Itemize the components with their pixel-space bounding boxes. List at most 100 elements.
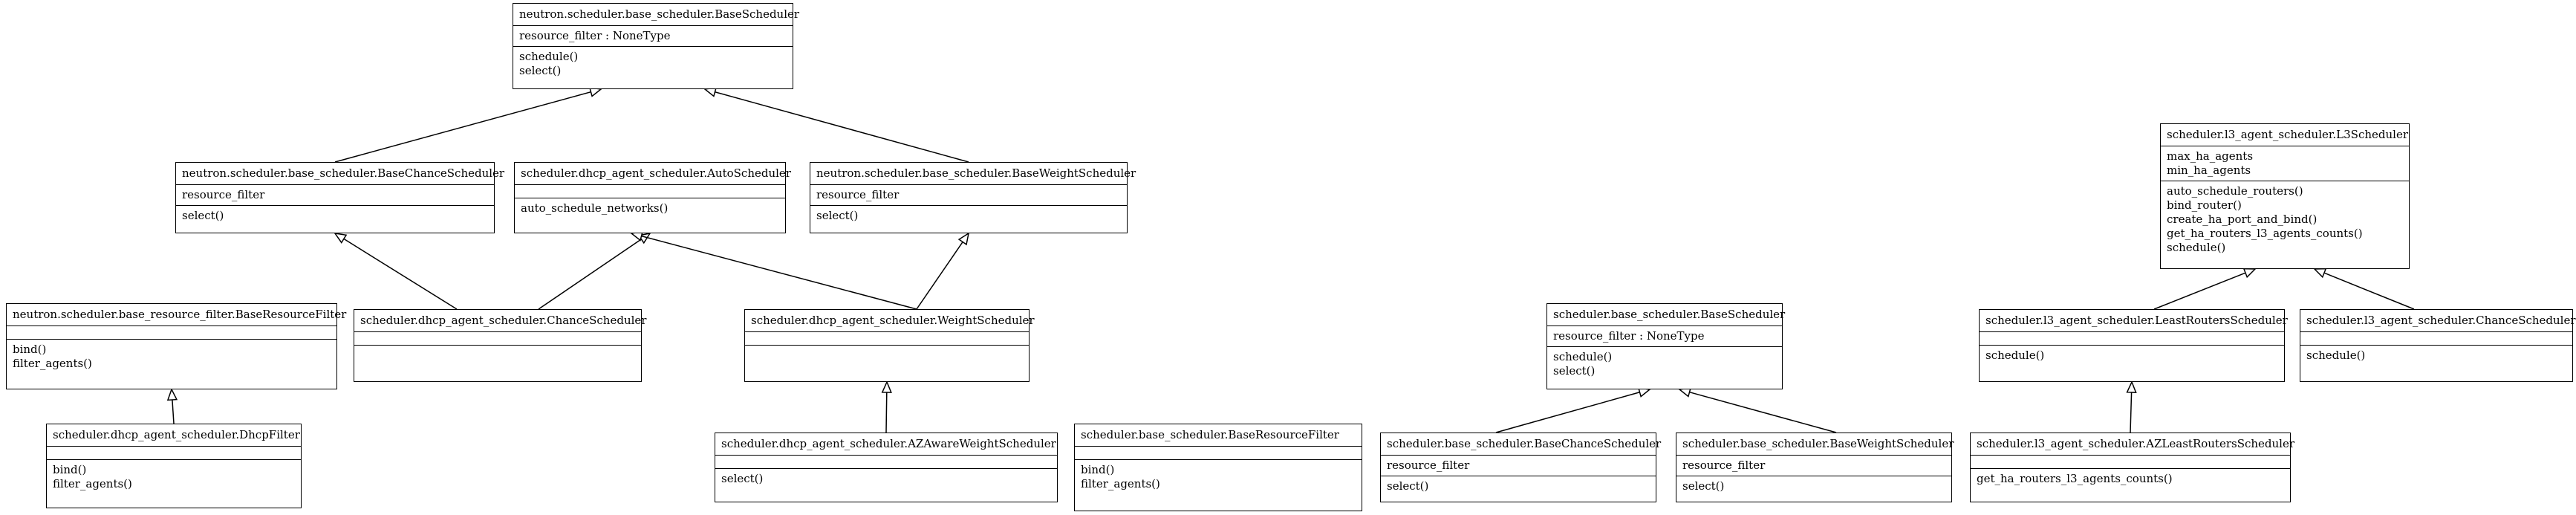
class-operations: select() <box>1381 476 1656 502</box>
inheritance-line <box>1495 392 1640 433</box>
operation: bind() <box>13 343 47 356</box>
class-name: scheduler.l3_agent_scheduler.LeastRouter… <box>1985 314 2288 327</box>
operation: select() <box>1387 479 1429 493</box>
class-name: scheduler.dhcp_agent_scheduler.ChanceSch… <box>360 314 647 327</box>
class-name: scheduler.dhcp_agent_scheduler.DhcpFilte… <box>53 428 300 441</box>
class-attributes <box>1971 455 2290 468</box>
class-box: scheduler.l3_agent_scheduler.AZLeastRout… <box>1970 433 2295 502</box>
operation: select() <box>1553 364 1596 378</box>
operation: select() <box>519 64 562 77</box>
class-operations: bind()filter_agents() <box>7 339 336 389</box>
class-name: scheduler.base_scheduler.BaseScheduler <box>1553 308 1786 321</box>
class-attributes <box>1980 331 2284 345</box>
class-name: neutron.scheduler.base_scheduler.BaseSch… <box>519 7 800 21</box>
hollow-triangle-icon <box>334 232 348 244</box>
class-box: scheduler.l3_agent_scheduler.L3Scheduler… <box>2160 123 2410 269</box>
class-box: scheduler.base_scheduler.BaseChanceSched… <box>1380 433 1661 502</box>
class-box: neutron.scheduler.base_scheduler.BaseWei… <box>810 162 1136 233</box>
class-attributes: resource_filter : NoneType <box>1547 325 1782 346</box>
class-operations: bind()filter_agents() <box>47 459 301 508</box>
operation: bind() <box>1081 463 1115 476</box>
class-box: scheduler.base_scheduler.BaseWeightSched… <box>1676 433 1954 502</box>
class-box: scheduler.base_scheduler.BaseResourceFil… <box>1074 424 1362 511</box>
inheritance-line <box>343 238 458 310</box>
class-box: scheduler.dhcp_agent_scheduler.AZAwareWe… <box>715 433 1058 502</box>
operation: auto_schedule_networks() <box>521 201 669 215</box>
inheritance-line <box>1689 391 1837 433</box>
class-operations: auto_schedule_networks() <box>515 198 785 233</box>
class-operations: select() <box>176 205 494 233</box>
class-operations: schedule()select() <box>513 46 793 88</box>
class-operations <box>745 345 1029 381</box>
operation: select() <box>182 209 224 222</box>
class-operations: select() <box>1676 476 1951 502</box>
class-box: scheduler.l3_agent_scheduler.LeastRouter… <box>1979 309 2288 382</box>
hollow-triangle-icon <box>2242 268 2257 279</box>
class-operations: select() <box>810 205 1127 233</box>
attribute: min_ha_agents <box>2167 163 2251 177</box>
inheritance-line <box>2323 272 2415 310</box>
inheritance-arrow <box>1495 387 1651 433</box>
inheritance-line <box>885 392 888 433</box>
inheritance-arrow <box>881 380 892 433</box>
class-name: neutron.scheduler.base_resource_filter.B… <box>13 308 347 321</box>
class-box: scheduler.dhcp_agent_scheduler.WeightSch… <box>744 309 1035 382</box>
class-operations <box>354 345 641 381</box>
inheritance-line <box>2153 272 2246 310</box>
operation: select() <box>721 472 764 485</box>
operation: filter_agents() <box>13 357 92 370</box>
inheritance-arrow <box>538 232 651 310</box>
inheritance-line <box>2130 392 2133 433</box>
operation: bind() <box>53 463 87 476</box>
inheritance-arrow <box>166 388 178 424</box>
class-operations: auto_schedule_routers()bind_router()crea… <box>2161 181 2409 268</box>
class-name: scheduler.dhcp_agent_scheduler.WeightSch… <box>751 314 1035 327</box>
class-attributes <box>715 455 1057 468</box>
inheritance-line <box>715 91 969 163</box>
inheritance-line <box>538 239 642 310</box>
operation: schedule() <box>1553 350 1613 363</box>
class-box: scheduler.dhcp_agent_scheduler.AutoSched… <box>514 162 791 233</box>
operation: select() <box>1682 479 1725 493</box>
class-name: scheduler.base_scheduler.BaseWeightSched… <box>1682 437 1954 450</box>
class-name: scheduler.dhcp_agent_scheduler.AutoSched… <box>521 166 791 180</box>
inheritance-arrow <box>2153 268 2257 310</box>
class-attributes <box>1075 446 1362 459</box>
class-attributes <box>354 331 641 345</box>
hollow-triangle-icon <box>957 232 970 246</box>
class-name: scheduler.l3_agent_scheduler.ChanceSched… <box>2306 314 2576 327</box>
operation: select() <box>816 209 859 222</box>
operation: schedule() <box>519 50 579 63</box>
attribute: max_ha_agents <box>2167 149 2254 163</box>
class-name: neutron.scheduler.base_scheduler.BaseCha… <box>182 166 505 180</box>
class-box: neutron.scheduler.base_scheduler.BaseCha… <box>175 162 505 233</box>
class-operations: select() <box>715 468 1057 502</box>
class-operations: schedule() <box>2300 345 2572 381</box>
inheritance-arrow <box>630 230 917 310</box>
operation: create_ha_port_and_bind() <box>2167 213 2318 226</box>
class-name: scheduler.base_scheduler.BaseResourceFil… <box>1081 428 1339 441</box>
inheritance-line <box>641 235 917 310</box>
inheritance-line <box>172 399 175 424</box>
inheritance-arrow <box>334 87 602 163</box>
operation: bind_router() <box>2167 198 2242 212</box>
class-operations: get_ha_routers_l3_agents_counts() <box>1971 468 2290 502</box>
inheritance-arrow <box>334 232 458 310</box>
class-name: scheduler.l3_agent_scheduler.AZLeastRout… <box>1977 437 2295 450</box>
operation: schedule() <box>1985 349 2045 362</box>
class-attributes <box>745 331 1029 345</box>
inheritance-line <box>334 91 591 163</box>
hollow-triangle-icon <box>2313 268 2327 279</box>
attribute: resource_filter <box>1682 459 1766 472</box>
operation: filter_agents() <box>1081 477 1160 490</box>
inheritance-arrow <box>703 87 969 163</box>
attribute: resource_filter <box>1387 459 1470 472</box>
class-attributes <box>2300 331 2572 345</box>
operation: auto_schedule_routers() <box>2167 184 2303 198</box>
class-attributes: resource_filter <box>1676 455 1951 476</box>
hollow-triangle-icon <box>166 388 178 401</box>
